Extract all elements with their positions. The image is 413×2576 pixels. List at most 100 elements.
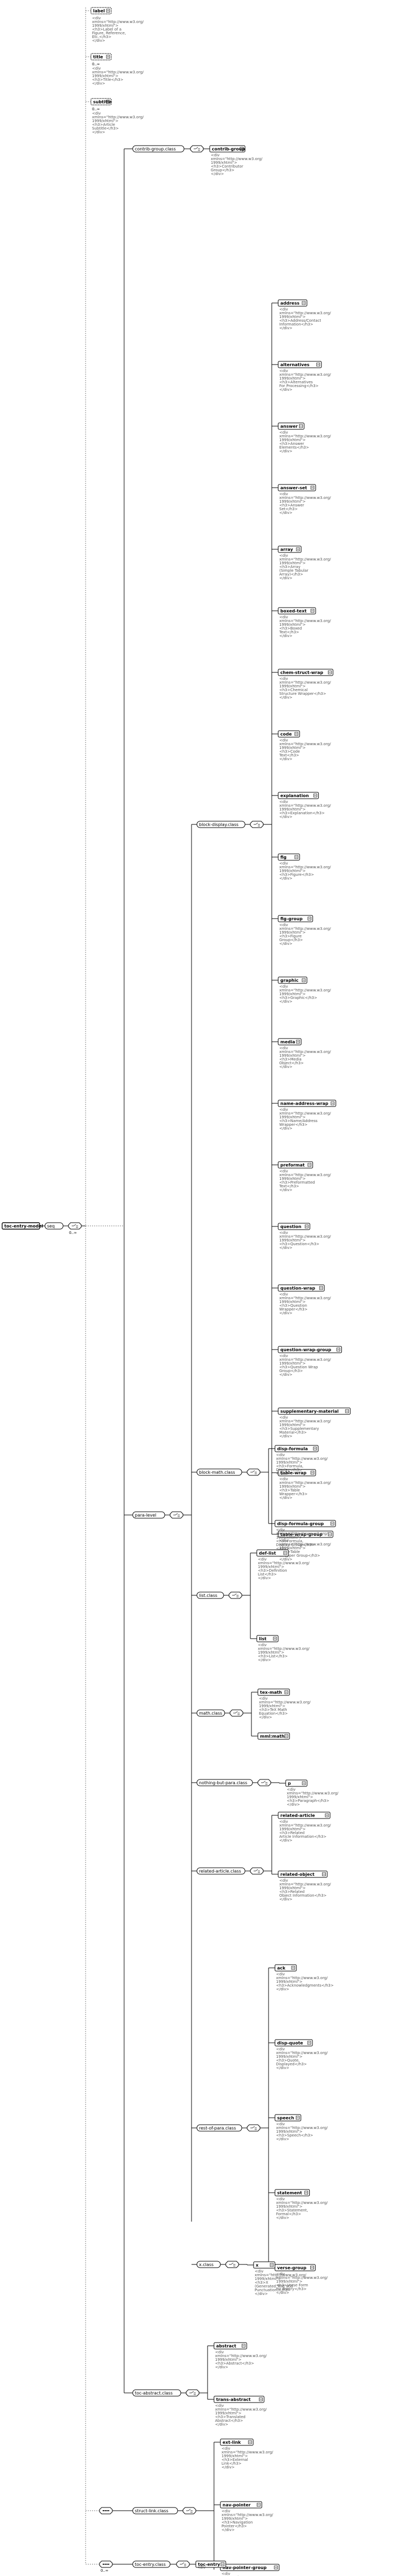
group-struct-link-class[interactable]: struct-link.class <box>132 2507 178 2514</box>
element-disp-formula[interactable]: disp-formula <box>274 1445 319 1452</box>
element-question[interactable]: question <box>278 1223 310 1230</box>
doc-line: </div> <box>279 326 293 330</box>
root-sequence-box[interactable]: seq <box>44 1222 64 1230</box>
element-related-object[interactable]: related-object <box>278 1870 328 1878</box>
group-nothing-but-para-choice[interactable] <box>257 1779 271 1786</box>
group-related-article-class[interactable]: related-article.class <box>196 1867 246 1875</box>
element-verse-group[interactable]: verse-group <box>274 2264 316 2271</box>
element-fig-group[interactable]: fig-group <box>278 915 313 922</box>
element-statement[interactable]: statement <box>274 2189 310 2196</box>
element-preformat[interactable]: preformat <box>278 1161 313 1169</box>
group-toc-entry-class[interactable]: toc-entry.class <box>132 2560 171 2568</box>
element-trans-abstract[interactable]: trans-abstract <box>213 2396 265 2403</box>
element-list[interactable]: list <box>256 1635 279 1642</box>
element-label[interactable]: label <box>90 7 112 14</box>
element-speech[interactable]: speech <box>274 2114 301 2122</box>
element-contrib-group[interactable]: contrib-group <box>209 145 246 153</box>
element-table-wrap[interactable]: table-wrap <box>278 1469 316 1476</box>
element-disp-quote[interactable]: disp-quote <box>274 2039 313 2047</box>
element-subtitle[interactable]: subtitle <box>90 98 112 105</box>
doc-line: </div> <box>92 81 105 86</box>
element-media[interactable]: media <box>278 1038 302 1045</box>
doc-line: xmlns="http://www.w3.org/ <box>279 680 331 685</box>
element-boxed-text[interactable]: boxed-text <box>278 607 316 615</box>
toc-abstract-choice[interactable] <box>186 2389 200 2397</box>
group-list-class-choice[interactable] <box>228 1592 242 1599</box>
element-name-address-wrap[interactable]: name-address-wrap <box>278 1100 336 1107</box>
element-abstract[interactable]: abstract <box>213 2342 247 2350</box>
group-block-display-class[interactable]: block-display.class <box>196 821 246 828</box>
group-x-class-choice[interactable] <box>225 2261 239 2268</box>
element-question-wrap-group[interactable]: question-wrap-group <box>278 1346 342 1353</box>
element-address[interactable]: address <box>278 299 308 307</box>
group-block-math-class-choice[interactable] <box>247 1468 261 1476</box>
group-list-class[interactable]: list.class <box>196 1592 224 1599</box>
element-x[interactable]: x <box>253 2261 276 2269</box>
doc-line: xmlns="http://www.w3.org/ <box>276 2276 328 2280</box>
element-code[interactable]: code <box>278 730 300 738</box>
element-alternatives[interactable]: alternatives <box>278 361 322 368</box>
element-fig[interactable]: fig <box>278 853 300 861</box>
element-graphic[interactable]: graphic <box>278 976 308 984</box>
struct-link-choice[interactable] <box>182 2507 196 2514</box>
element-label: toc-entry-model <box>4 1224 43 1229</box>
element-disp-formula-group[interactable]: disp-formula-group <box>274 1520 336 1527</box>
element-box <box>278 299 308 307</box>
element-title[interactable]: title <box>90 53 112 60</box>
doc-line: 1999/xhtml"> <box>279 684 305 688</box>
element-nav-pointer-group[interactable]: nav-pointer-group <box>220 2564 280 2571</box>
doc-nav-pointer-group: <divxmlns="http://www.w3.org/1999/xhtml"… <box>221 2572 273 2576</box>
element-array[interactable]: array <box>278 545 302 553</box>
root-element-toc-entry-model[interactable]: toc-entry-model <box>2 1222 43 1230</box>
group-rest-of-para-class[interactable]: rest-of-para.class <box>196 2124 242 2132</box>
group-contrib-group-class[interactable]: contrib-group.class <box>132 145 185 153</box>
doc-line: <div <box>279 1046 288 1050</box>
root-choice[interactable] <box>68 1222 82 1230</box>
doc-line: (Simple Tabular <box>279 569 308 573</box>
element-tex-math[interactable]: tex-math <box>257 1688 290 1696</box>
element-related-article[interactable]: related-article <box>278 1812 331 1819</box>
element-chem-struct-wrap[interactable]: chem-struct-wrap <box>278 669 333 676</box>
element-label: address <box>280 301 300 306</box>
doc-statement: <divxmlns="http://www.w3.org/1999/xhtml"… <box>276 2197 328 2220</box>
doc-line: <div <box>279 1820 288 1824</box>
group-block-math-class[interactable]: block-math.class <box>196 1468 242 1476</box>
struct-link-seq[interactable] <box>99 2507 113 2514</box>
doc-line: 1999/xhtml"> <box>279 1423 305 1427</box>
element-table-wrap-group[interactable]: table-wrap-group <box>278 1531 333 1538</box>
doc-tex-math: <divxmlns="http://www.w3.org/1999/xhtml"… <box>259 1696 311 1719</box>
doc-line: Structure Wrapper</h3> <box>279 692 326 696</box>
group-x-class[interactable]: x.class <box>196 2261 221 2268</box>
group-para-level[interactable]: para-level <box>132 1511 165 1519</box>
toc-entry-choice[interactable] <box>176 2560 190 2568</box>
doc-line: 1999/xhtml"> <box>92 119 118 123</box>
element-question-wrap[interactable]: question-wrap <box>278 1284 325 1292</box>
element-ext-link[interactable]: ext-link <box>220 2438 254 2446</box>
group-block-display-class-choice[interactable] <box>250 821 264 828</box>
group-related-article-class-choice[interactable] <box>250 1867 264 1875</box>
element-answer[interactable]: answer <box>278 422 304 430</box>
choice-icon <box>250 821 264 828</box>
element-ack[interactable]: ack <box>274 1964 297 1972</box>
group-math-class-choice[interactable] <box>230 1709 243 1717</box>
element-p[interactable]: p <box>285 1779 308 1787</box>
choice-icon <box>182 2507 196 2514</box>
group-rest-of-para-class-choice[interactable] <box>247 2124 261 2132</box>
doc-line: <h3>Formula, <box>276 1539 303 1543</box>
para-level-choice[interactable] <box>170 1511 183 1519</box>
contrib-choice[interactable] <box>190 145 204 153</box>
element-answer-set[interactable]: answer-set <box>278 484 316 491</box>
element-toc-entry[interactable]: toc-entry <box>195 2560 226 2568</box>
element-box <box>278 976 308 984</box>
element-supplementary-material[interactable]: supplementary-material <box>278 1407 351 1415</box>
group-toc-abstract-class[interactable]: toc-abstract.class <box>132 2389 181 2397</box>
group-math-class[interactable]: math.class <box>196 1709 225 1717</box>
element-nav-pointer[interactable]: nav-pointer <box>220 2501 262 2509</box>
element-label: alternatives <box>280 362 310 367</box>
element-def-list[interactable]: def-list <box>256 1549 289 1557</box>
toc-entry-seq[interactable] <box>99 2560 113 2568</box>
doc-line: </div> <box>215 2422 228 2427</box>
element-mml-math[interactable]: mml:math <box>257 1732 290 1740</box>
group-nothing-but-para[interactable]: nothing-but-para.class <box>196 1779 253 1786</box>
element-explanation[interactable]: explanation <box>278 792 319 799</box>
